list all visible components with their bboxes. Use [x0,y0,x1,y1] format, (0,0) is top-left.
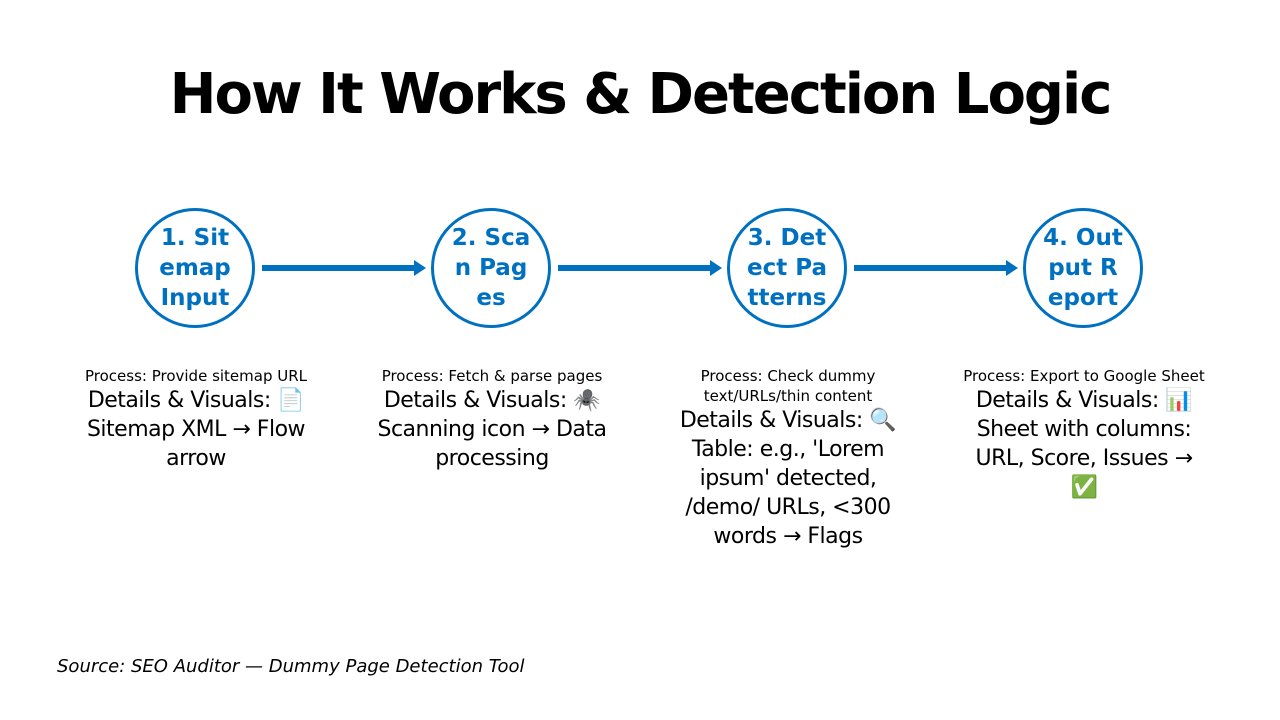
step-4-circle: 4. Output Report [1023,208,1143,328]
step-1-process: Process: Provide sitemap URL [84,367,308,385]
step-1-description: Process: Provide sitemap URL Details & V… [71,366,321,473]
step-3-process: Process: Check dummy text/URLs/thin cont… [700,367,876,405]
step-2-description: Process: Fetch & parse pages Details & V… [367,366,617,473]
step-3-details: Details & Visuals: 🔍 Table: e.g., 'Lorem… [679,408,897,549]
arrow-head-icon [414,260,426,276]
step-2-circle: 2. Scan Pages [431,208,551,328]
step-1-details: Details & Visuals: 📄 Sitemap XML → Flow … [86,388,306,471]
source-note: Source: SEO Auditor — Dummy Page Detecti… [57,656,525,677]
flow-arrow-2-3 [558,260,722,276]
step-4-details: Details & Visuals: 📊 Sheet with columns:… [975,388,1193,500]
arrow-head-icon [710,260,722,276]
step-3-circle: 3. Detect Patterns [727,208,847,328]
arrow-head-icon [1006,260,1018,276]
step-4-process: Process: Export to Google Sheet [963,367,1205,385]
step-4-description: Process: Export to Google Sheet Details … [959,366,1209,502]
step-1-label: 1. Sitemap Input [159,225,231,311]
flow-arrow-1-2 [262,260,426,276]
step-1-circle: 1. Sitemap Input [135,208,255,328]
step-2-label: 2. Scan Pages [451,225,531,311]
step-3-description: Process: Check dummy text/URLs/thin cont… [663,366,913,551]
slide-title: How It Works & Detection Logic [169,62,1113,127]
step-3-label: 3. Detect Patterns [747,225,827,311]
step-2-process: Process: Fetch & parse pages [381,367,603,385]
step-2-details: Details & Visuals: 🕷️ Scanning icon → Da… [377,388,607,471]
step-4-label: 4. Output Report [1043,225,1123,311]
flow-arrow-3-4 [854,260,1018,276]
